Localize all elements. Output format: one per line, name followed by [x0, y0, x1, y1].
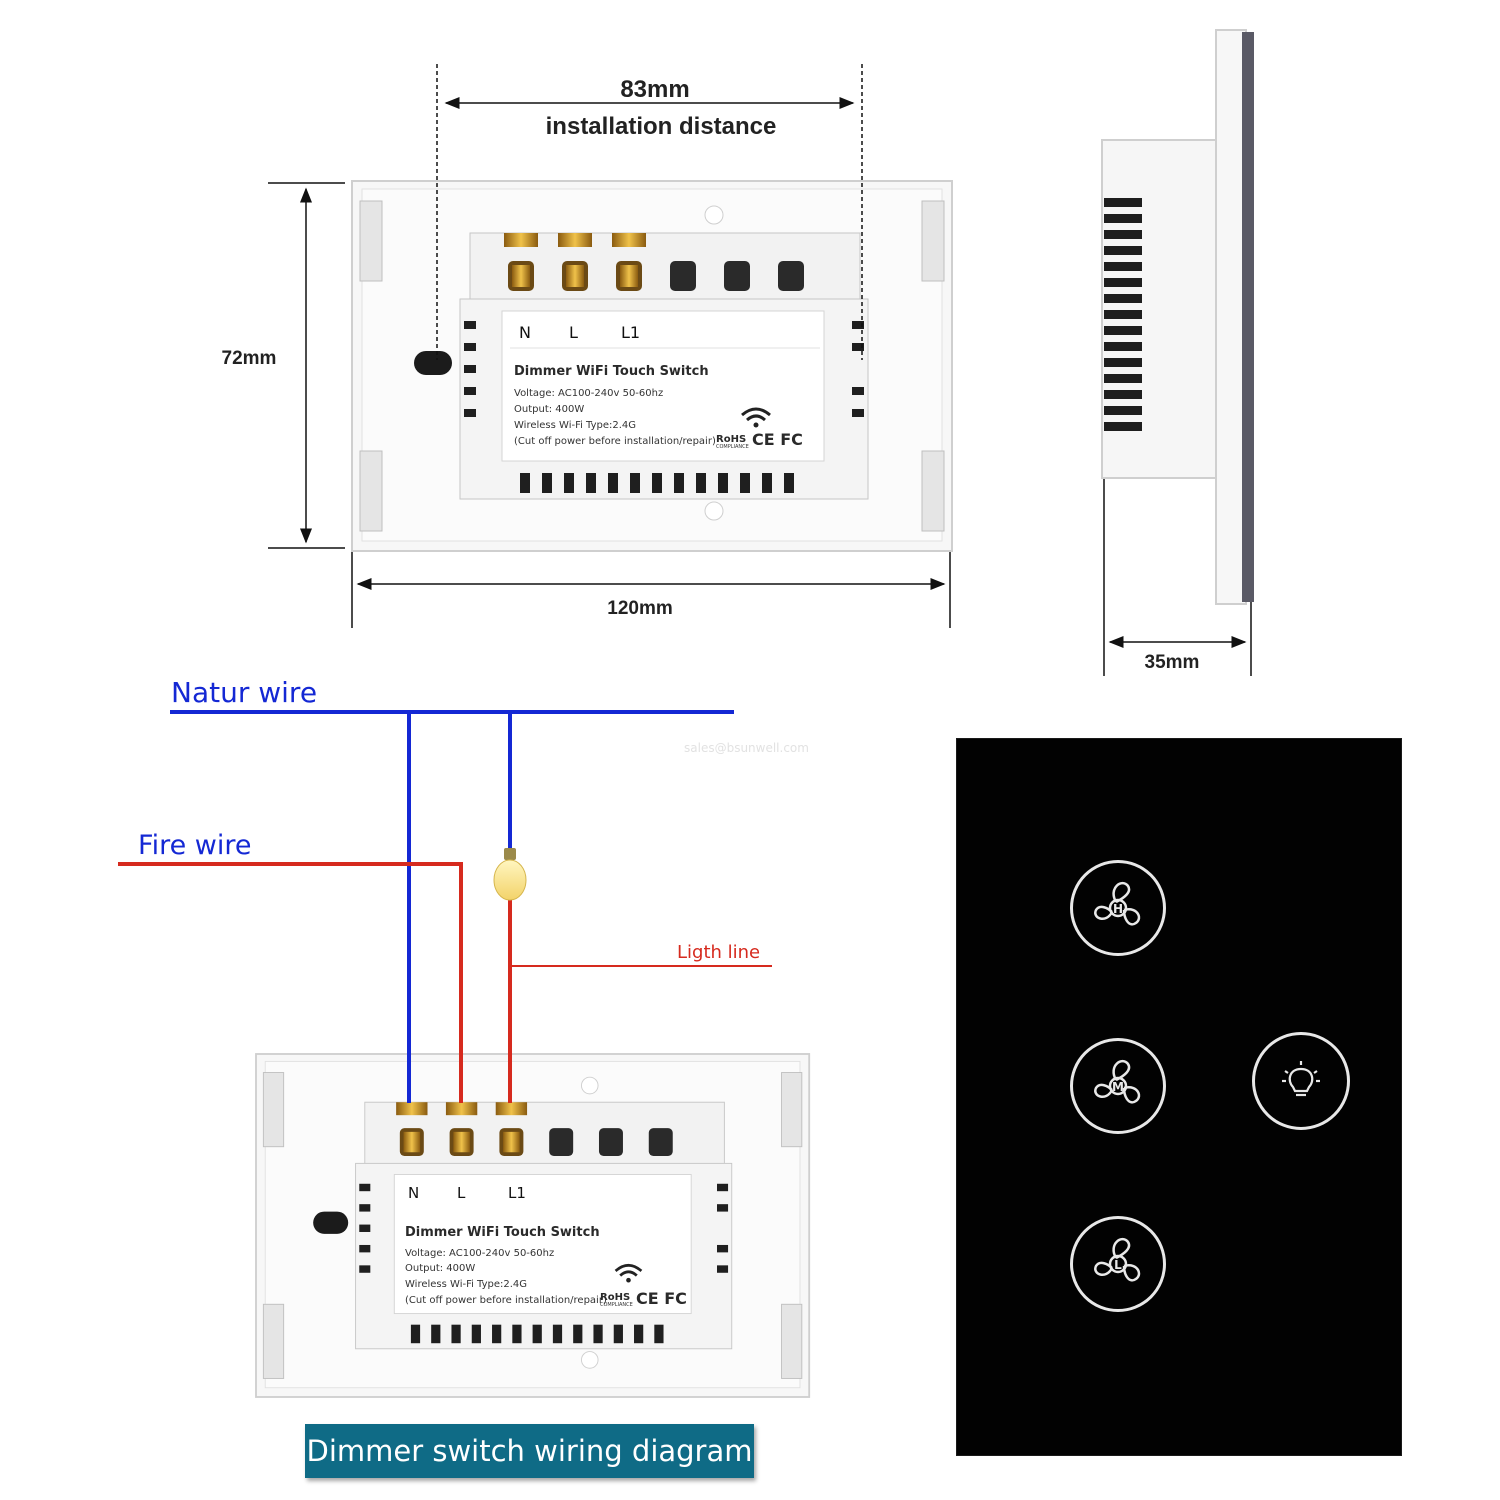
- terminal-n-top: N: [519, 323, 531, 342]
- install-distance-label: installation distance: [546, 113, 777, 140]
- fan-low-icon: L: [1094, 1237, 1141, 1282]
- light-bulb-icon: [1282, 1061, 1320, 1097]
- fan-high-letter: H: [1113, 902, 1123, 916]
- sticker-warning-top: (Cut off power before installation/repai…: [514, 436, 716, 447]
- front-glass-panel: H M L: [956, 738, 1402, 1456]
- wires: [118, 710, 772, 1103]
- fan-high-button[interactable]: H: [1070, 860, 1166, 956]
- terminal-l1-top: L1: [621, 323, 640, 342]
- rohs-mark-bottom: RoHS: [600, 1292, 630, 1303]
- rohs-sub-top: COMPLIANCE: [716, 444, 749, 450]
- dimension-lines: [268, 64, 1252, 676]
- fan-medium-letter: M: [1112, 1080, 1124, 1094]
- sticker-voltage-top: Voltage: AC100-240v 50-60hz: [514, 388, 663, 399]
- width-dimension: 120mm: [607, 598, 673, 619]
- light-line-label: Ligth line: [677, 942, 761, 963]
- ce-fc-mark-top: CE FC: [752, 430, 803, 449]
- terminal-n-bottom: N: [408, 1184, 419, 1202]
- height-dimension: 72mm: [222, 348, 277, 369]
- fan-high-icon: H: [1094, 881, 1141, 926]
- sticker-title-top: Dimmer WiFi Touch Switch: [514, 364, 709, 379]
- rohs-sub-bottom: COMPLIANCE: [600, 1302, 633, 1308]
- sticker-title-bottom: Dimmer WiFi Touch Switch: [405, 1225, 600, 1240]
- light-button[interactable]: [1252, 1032, 1350, 1130]
- sticker-warning-bottom: (Cut off power before installation/repai…: [405, 1295, 607, 1306]
- fan-medium-icon: M: [1094, 1059, 1141, 1104]
- fire-wire-label: Fire wire: [138, 830, 252, 861]
- install-distance-value: 83mm: [620, 76, 689, 103]
- neutral-wire-label: Natur wire: [171, 676, 318, 709]
- fan-low-letter: L: [1114, 1258, 1122, 1272]
- ce-fc-mark-bottom: CE FC: [636, 1289, 687, 1308]
- sticker-output-top: Output: 400W: [514, 404, 584, 415]
- watermark-text: sales@bsunwell.com: [684, 741, 809, 755]
- sticker-wireless-top: Wireless Wi-Fi Type:2.4G: [514, 420, 636, 431]
- lamp-bulb-icon: [493, 848, 527, 901]
- fan-low-button[interactable]: L: [1070, 1216, 1166, 1312]
- banner-title: Dimmer switch wiring diagram: [306, 1434, 753, 1468]
- sticker-voltage-bottom: Voltage: AC100-240v 50-60hz: [405, 1248, 554, 1259]
- sticker-wireless-bottom: Wireless Wi-Fi Type:2.4G: [405, 1279, 527, 1290]
- depth-dimension: 35mm: [1145, 652, 1200, 673]
- sticker-output-bottom: Output: 400W: [405, 1263, 475, 1274]
- terminal-l1-bottom: L1: [508, 1184, 526, 1202]
- rohs-mark-top: RoHS: [716, 434, 746, 445]
- side-view: [1101, 29, 1254, 605]
- wiring-diagram-banner: Dimmer switch wiring diagram: [305, 1424, 754, 1478]
- terminal-l-top: L: [569, 323, 578, 342]
- fan-medium-button[interactable]: M: [1070, 1038, 1166, 1134]
- terminal-l-bottom: L: [457, 1184, 466, 1202]
- fire-wire-line: [118, 862, 463, 1103]
